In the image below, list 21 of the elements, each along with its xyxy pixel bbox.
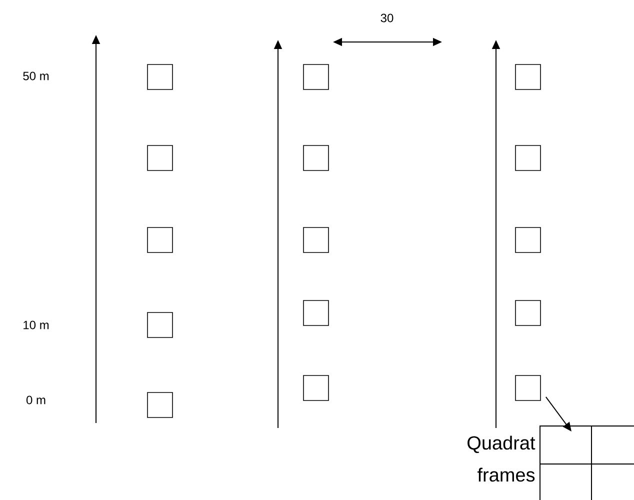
quadrat-square — [515, 145, 541, 171]
quadrat-square — [147, 392, 173, 418]
quadrat-square — [515, 227, 541, 253]
node-label: Quadrat frames — [468, 436, 536, 482]
quadrat-square — [147, 145, 173, 171]
quadrat-square — [515, 375, 541, 401]
quadrat-square — [515, 64, 541, 90]
distance-label: 10 m — [24, 320, 49, 330]
dimension-label: 30 — [380, 14, 394, 22]
distance-label: 50 m — [23, 72, 49, 80]
quadrat-square — [303, 145, 329, 171]
quadrat-square — [303, 64, 329, 90]
quadrat-square — [303, 375, 329, 401]
quadrat-grid — [540, 426, 634, 500]
quadrat-square — [147, 227, 173, 253]
quadrat-square — [147, 64, 173, 90]
quadrat-square — [515, 300, 541, 326]
quadrat-square — [303, 227, 329, 253]
quadrat-square — [147, 312, 173, 338]
quadrat-square — [303, 300, 329, 326]
distance-label: 0 m — [26, 396, 46, 404]
